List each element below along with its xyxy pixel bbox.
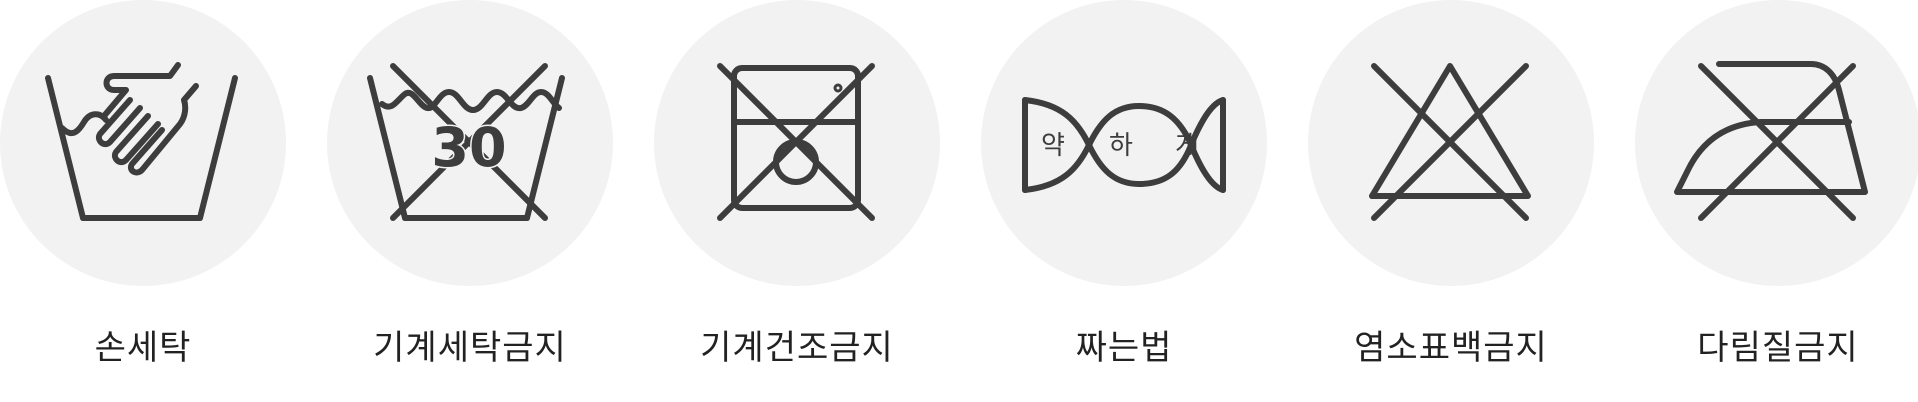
gentle-wring-icon: 약 하 게 xyxy=(981,0,1267,286)
care-item-gentle-wring: 약 하 게 짜는법 xyxy=(981,0,1267,402)
gentle-text-1: 약 xyxy=(1041,131,1065,161)
no-machine-wash-icon: 30 xyxy=(327,0,613,286)
care-item-no-tumble-dry: 기계건조금지 xyxy=(654,0,940,402)
no-ironing-icon xyxy=(1635,0,1918,286)
care-item-hand-wash: 손세탁 xyxy=(0,0,286,402)
care-label: 손세탁 xyxy=(94,328,192,368)
temperature-text: 30 xyxy=(431,116,506,179)
no-tumble-dry-icon xyxy=(654,0,940,286)
gentle-text-3: 게 xyxy=(1175,131,1199,161)
care-label: 짜는법 xyxy=(1075,328,1173,368)
care-label: 염소표백금지 xyxy=(1354,328,1548,368)
no-bleach-icon xyxy=(1308,0,1594,286)
care-item-no-ironing: 다림질금지 xyxy=(1635,0,1918,402)
care-item-no-machine-wash: 30 기계세탁금지 xyxy=(327,0,613,402)
hand-wash-icon xyxy=(0,0,286,286)
care-label: 기계세탁금지 xyxy=(373,328,567,368)
care-label: 기계건조금지 xyxy=(700,328,894,368)
care-label: 다림질금지 xyxy=(1697,328,1859,368)
care-item-no-bleach: 염소표백금지 xyxy=(1308,0,1594,402)
gentle-text-2: 하 xyxy=(1109,131,1133,161)
